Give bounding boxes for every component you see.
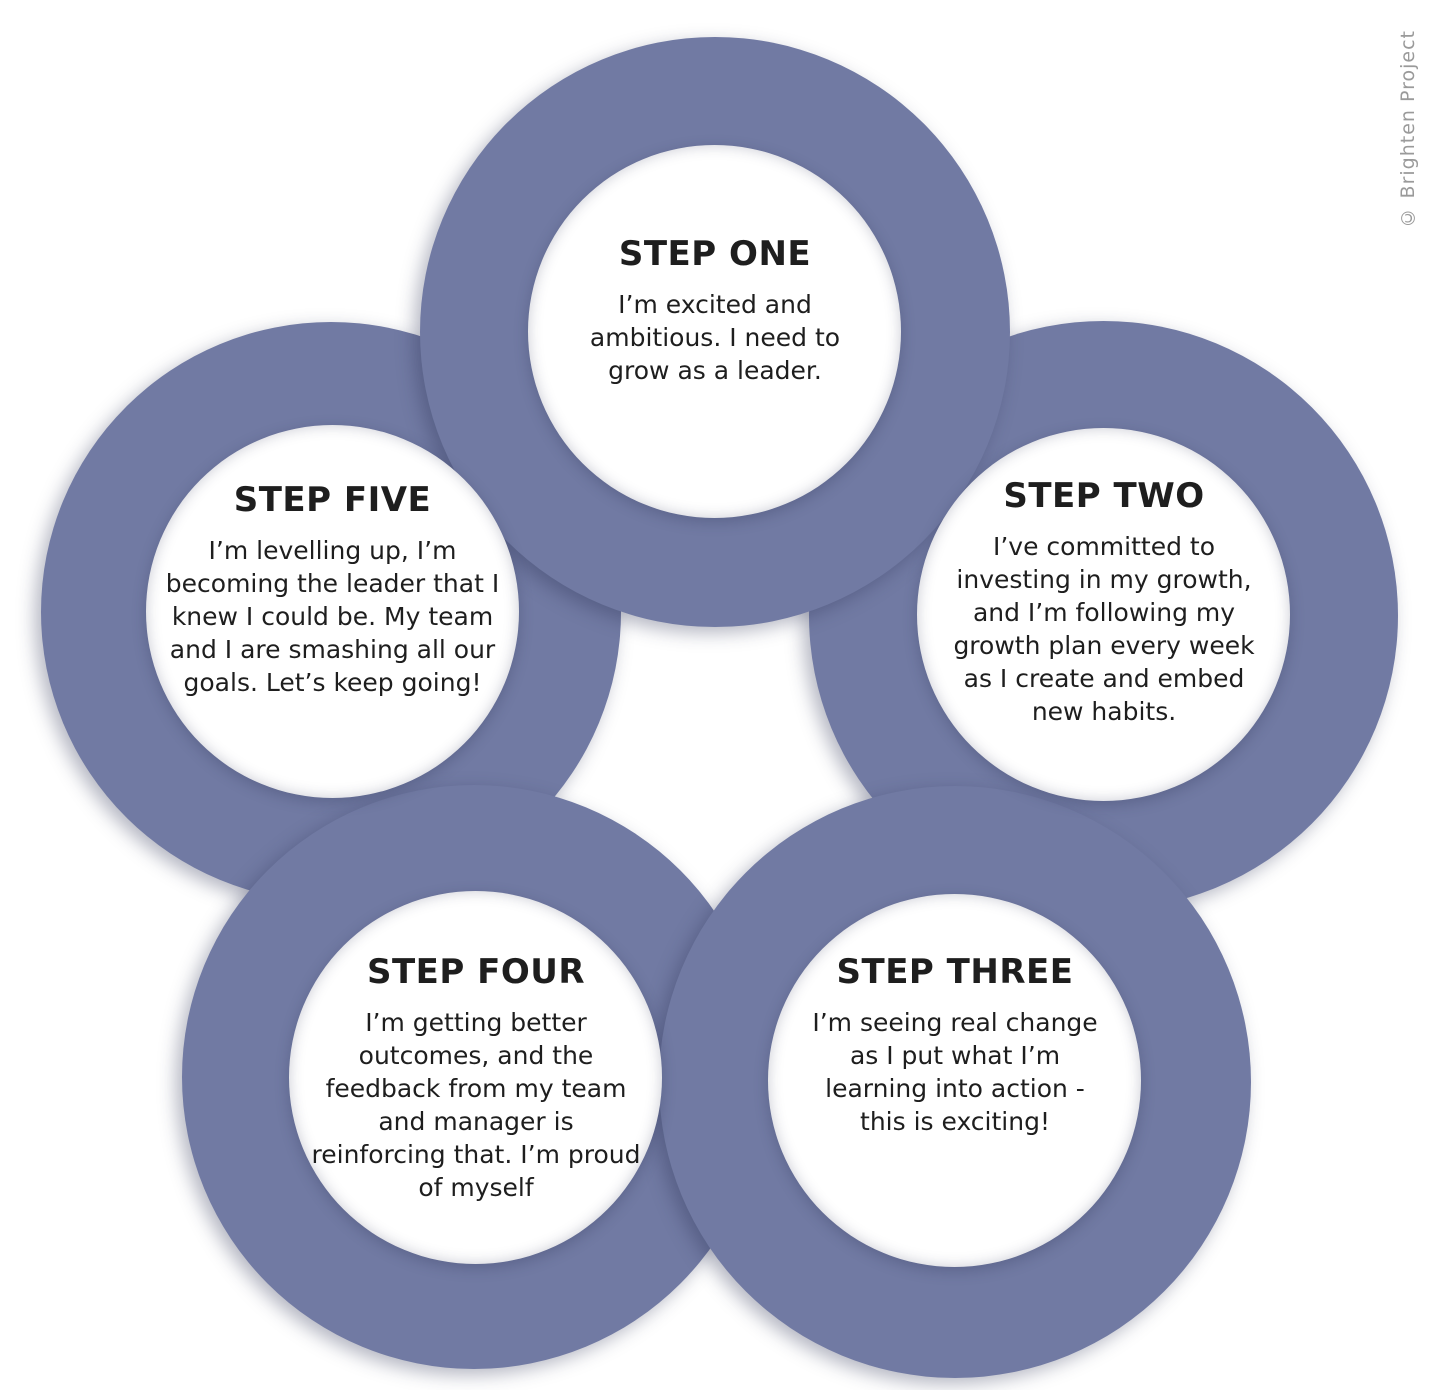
step-four-body: I’m getting better outcomes, and the fee… bbox=[311, 1008, 641, 1202]
step-three-title: STEP THREE bbox=[836, 952, 1074, 992]
step-two-inner-circle bbox=[917, 428, 1290, 801]
step-one-title: STEP ONE bbox=[618, 234, 812, 274]
step-four-inner-circle bbox=[289, 891, 662, 1264]
step-three-text: STEP THREE I’m seeing real change as I p… bbox=[800, 952, 1110, 1138]
step-five-text: STEP FIVE I’m levelling up, I’m becoming… bbox=[160, 480, 505, 699]
step-five-body: I’m levelling up, I’m becoming the leade… bbox=[165, 536, 500, 697]
step-four-title: STEP FOUR bbox=[366, 952, 586, 992]
step-five-title: STEP FIVE bbox=[233, 480, 432, 520]
step-one-body: I’m excited and ambitious. I need to gro… bbox=[589, 290, 841, 385]
copyright-credit: © Brighten Project bbox=[1397, 30, 1419, 229]
step-five-inner-circle bbox=[146, 425, 519, 798]
step-three-inner-circle bbox=[768, 894, 1141, 1267]
step-one-inner-circle bbox=[528, 145, 901, 518]
step-two-text: STEP TWO I’ve committed to investing in … bbox=[939, 476, 1269, 728]
step-three-body: I’m seeing real change as I put what I’m… bbox=[812, 1008, 1098, 1136]
step-one-text: STEP ONE I’m excited and ambitious. I ne… bbox=[560, 234, 870, 387]
step-two-body: I’ve committed to investing in my growth… bbox=[953, 532, 1255, 726]
step-two-title: STEP TWO bbox=[1003, 476, 1205, 516]
step-four-text: STEP FOUR I’m getting better outcomes, a… bbox=[311, 952, 641, 1204]
